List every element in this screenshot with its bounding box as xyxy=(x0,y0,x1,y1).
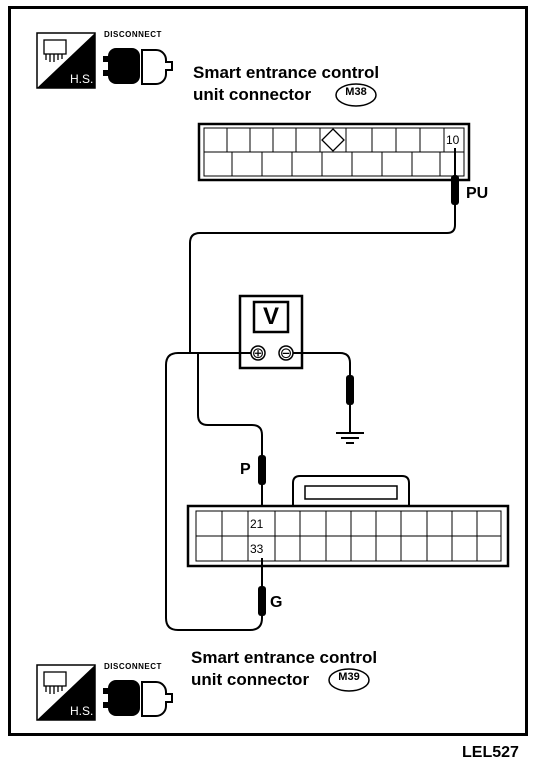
pin-label-10: 10 xyxy=(446,133,460,147)
probe-g xyxy=(258,558,266,616)
hs-badge-bottom xyxy=(36,664,96,721)
wire-label-p: P xyxy=(240,461,251,478)
wire-pu xyxy=(189,205,456,352)
diagram-frame xyxy=(8,6,528,736)
connector-m38 xyxy=(197,122,471,182)
meter-negative-terminal: ⊖ xyxy=(279,344,293,362)
figure-code: LEL527 xyxy=(462,744,519,761)
hand-icon-bottom xyxy=(43,671,67,694)
pin-label-21: 21 xyxy=(250,517,264,531)
connector-id-bottom: M39 xyxy=(338,671,360,683)
connector-title-top-line2: unit connector xyxy=(193,85,312,104)
wire-meter-negative xyxy=(293,352,351,375)
connector-title-bottom-line1: Smart entrance control xyxy=(191,648,378,667)
hs-label-bottom: H.S. xyxy=(70,704,94,718)
hand-icon-top xyxy=(43,39,67,62)
connector-title-top-line1: Smart entrance control xyxy=(193,63,380,82)
wire-meter-positive xyxy=(165,352,263,631)
pin-label-33: 33 xyxy=(250,542,264,556)
connector-title-bottom-line2: unit connector xyxy=(191,670,310,689)
wire-label-g: G xyxy=(270,594,283,611)
meter-positive-terminal: ⊕ xyxy=(251,344,265,362)
disconnect-label-bottom: DISCONNECT xyxy=(104,662,162,671)
disconnect-label-top: DISCONNECT xyxy=(104,30,162,39)
connector-id-top: M38 xyxy=(345,86,367,98)
disconnect-icon-top xyxy=(103,48,173,85)
probe-ground xyxy=(346,375,354,432)
hs-label-top: H.S. xyxy=(70,72,94,86)
voltmeter xyxy=(238,294,304,370)
ground-icon xyxy=(336,432,364,444)
meter-label: V xyxy=(262,303,279,330)
connector-id-oval-top xyxy=(335,83,377,107)
wire-meter-positive-branch xyxy=(197,353,263,455)
disconnect-icon-bottom xyxy=(103,680,173,717)
probe-pu xyxy=(451,148,459,205)
wire-label-pu: PU xyxy=(466,185,489,202)
connector-id-oval-bottom xyxy=(328,668,370,692)
connector-m39 xyxy=(186,475,510,568)
